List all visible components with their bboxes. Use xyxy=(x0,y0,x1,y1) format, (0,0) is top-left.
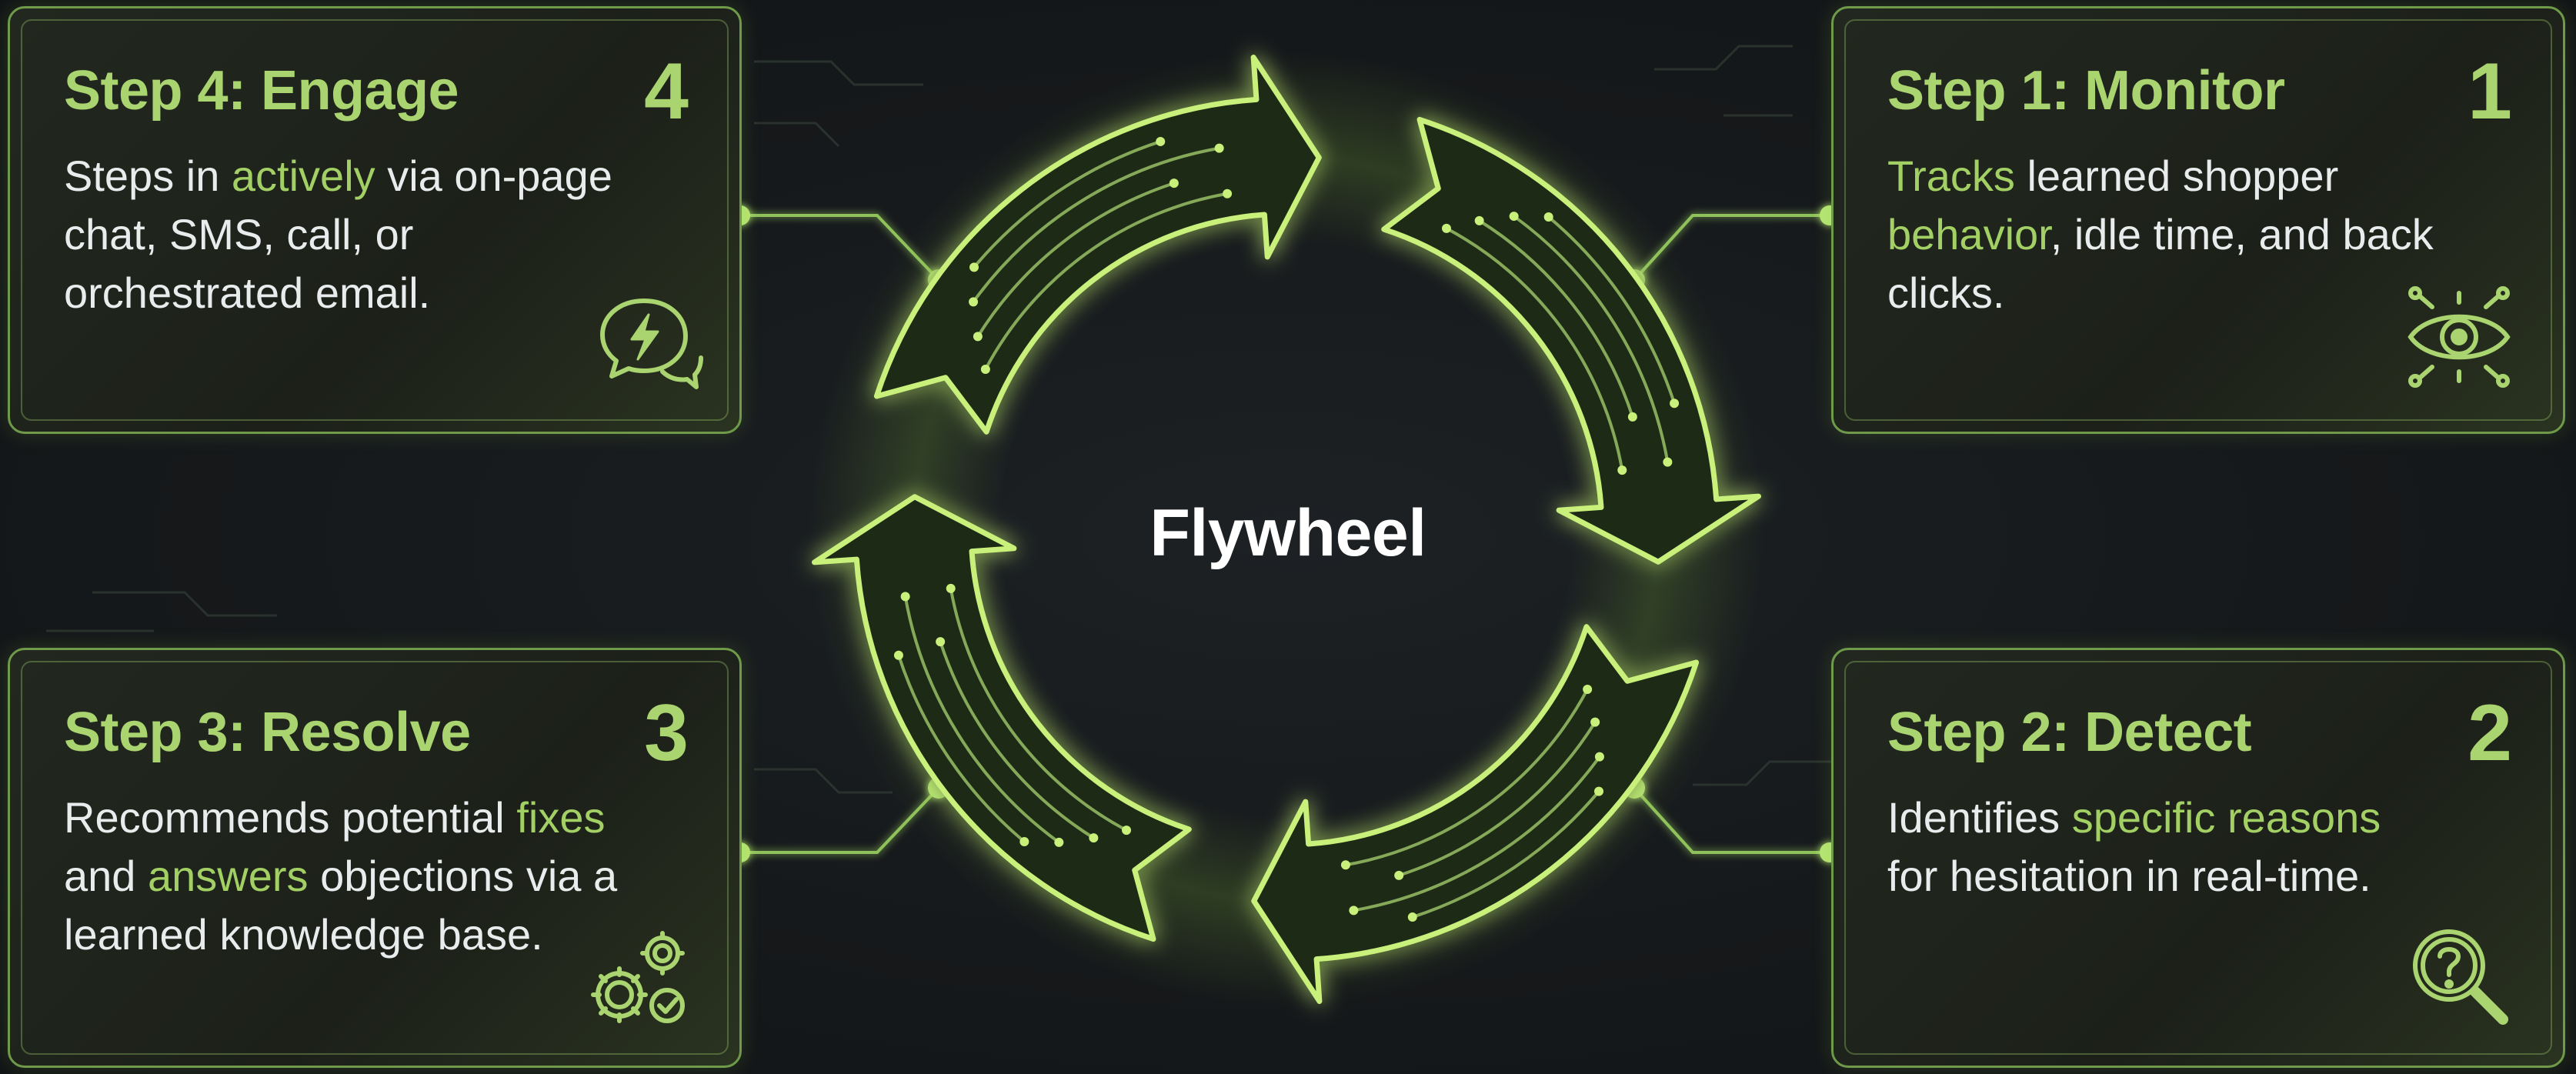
circuit-node xyxy=(1215,144,1224,153)
circuit-node xyxy=(1156,137,1165,146)
circuit-node xyxy=(1349,906,1358,915)
step-3-description: Recommends potential fixes and answers o… xyxy=(64,789,618,964)
step-4-title: Step 4: Engage xyxy=(64,59,459,122)
circuit-node xyxy=(1122,826,1131,835)
step-2-number: 2 xyxy=(2468,693,2512,773)
circuit-node xyxy=(1019,837,1029,846)
step-4-description: Steps in actively via on-page chat, SMS,… xyxy=(64,147,618,322)
highlight-text: fixes xyxy=(516,793,605,842)
step-2-title: Step 2: Detect xyxy=(1887,701,2251,764)
circuit-node xyxy=(1054,838,1063,847)
circuit-node xyxy=(1223,189,1232,198)
step-4-card: Step 4: Engage 4 Steps in actively via o… xyxy=(8,6,742,434)
circuit-node xyxy=(1442,224,1451,233)
circuit-node xyxy=(1475,216,1484,225)
step-2-card: Step 2: Detect 2 Identifies specific rea… xyxy=(1831,648,2565,1068)
circuit-node xyxy=(1617,465,1627,475)
eye-icon xyxy=(2401,279,2517,395)
step-3-title: Step 3: Resolve xyxy=(64,701,471,764)
chat-bolt-icon xyxy=(589,285,704,401)
description-text: Recommends potential xyxy=(64,793,516,842)
step-1-title: Step 1: Monitor xyxy=(1887,59,2284,122)
circuit-node xyxy=(1170,178,1179,188)
step-1-number: 1 xyxy=(2468,52,2512,132)
circuit-node xyxy=(1544,212,1553,222)
circuit-node xyxy=(1663,458,1672,467)
circuit-node xyxy=(1583,685,1592,694)
circuit-node xyxy=(981,365,990,374)
description-text: Identifies xyxy=(1887,793,2072,842)
highlight-text: answers xyxy=(148,852,309,900)
description-text: for hesitation in real-time. xyxy=(1887,852,2371,900)
step-2-description: Identifies specific reasons for hesitati… xyxy=(1887,789,2441,906)
circuit-node xyxy=(969,262,979,272)
circuit-node xyxy=(1341,860,1350,869)
step-4-number: 4 xyxy=(644,52,689,132)
flywheel-title: Flywheel xyxy=(1134,495,1442,572)
step-3-card: Step 3: Resolve 3 Recommends potential f… xyxy=(8,648,742,1068)
gears-check-icon xyxy=(579,921,695,1036)
highlight-text: Tracks xyxy=(1887,152,2015,200)
step-1-description: Tracks learned shopper behavior, idle ti… xyxy=(1887,147,2441,322)
circuit-node xyxy=(1590,718,1600,727)
step-3-number: 3 xyxy=(644,693,689,773)
circuit-node xyxy=(1595,752,1604,762)
circuit-node xyxy=(1628,412,1637,422)
circuit-node xyxy=(1594,787,1603,796)
circuit-node xyxy=(969,297,978,306)
circuit-node xyxy=(946,584,956,593)
circuit-node xyxy=(1089,833,1098,842)
circuit-node xyxy=(973,332,983,341)
step-1-card: Step 1: Monitor 1 Tracks learned shopper… xyxy=(1831,6,2565,434)
description-text: and xyxy=(64,852,148,900)
description-text: Steps in xyxy=(64,152,232,200)
circuit-node xyxy=(1394,871,1403,880)
circuit-node xyxy=(901,592,910,601)
circuit-node xyxy=(1408,912,1417,922)
highlight-text: specific reasons xyxy=(2072,793,2381,842)
highlight-text: behavior xyxy=(1887,210,2050,258)
description-text: learned shopper xyxy=(2015,152,2338,200)
circuit-node xyxy=(894,651,903,660)
circuit-node xyxy=(936,637,945,646)
magnifier-question-icon xyxy=(2401,919,2517,1035)
circuit-node xyxy=(1510,212,1519,221)
circuit-node xyxy=(1670,399,1679,408)
highlight-text: actively xyxy=(232,152,375,200)
